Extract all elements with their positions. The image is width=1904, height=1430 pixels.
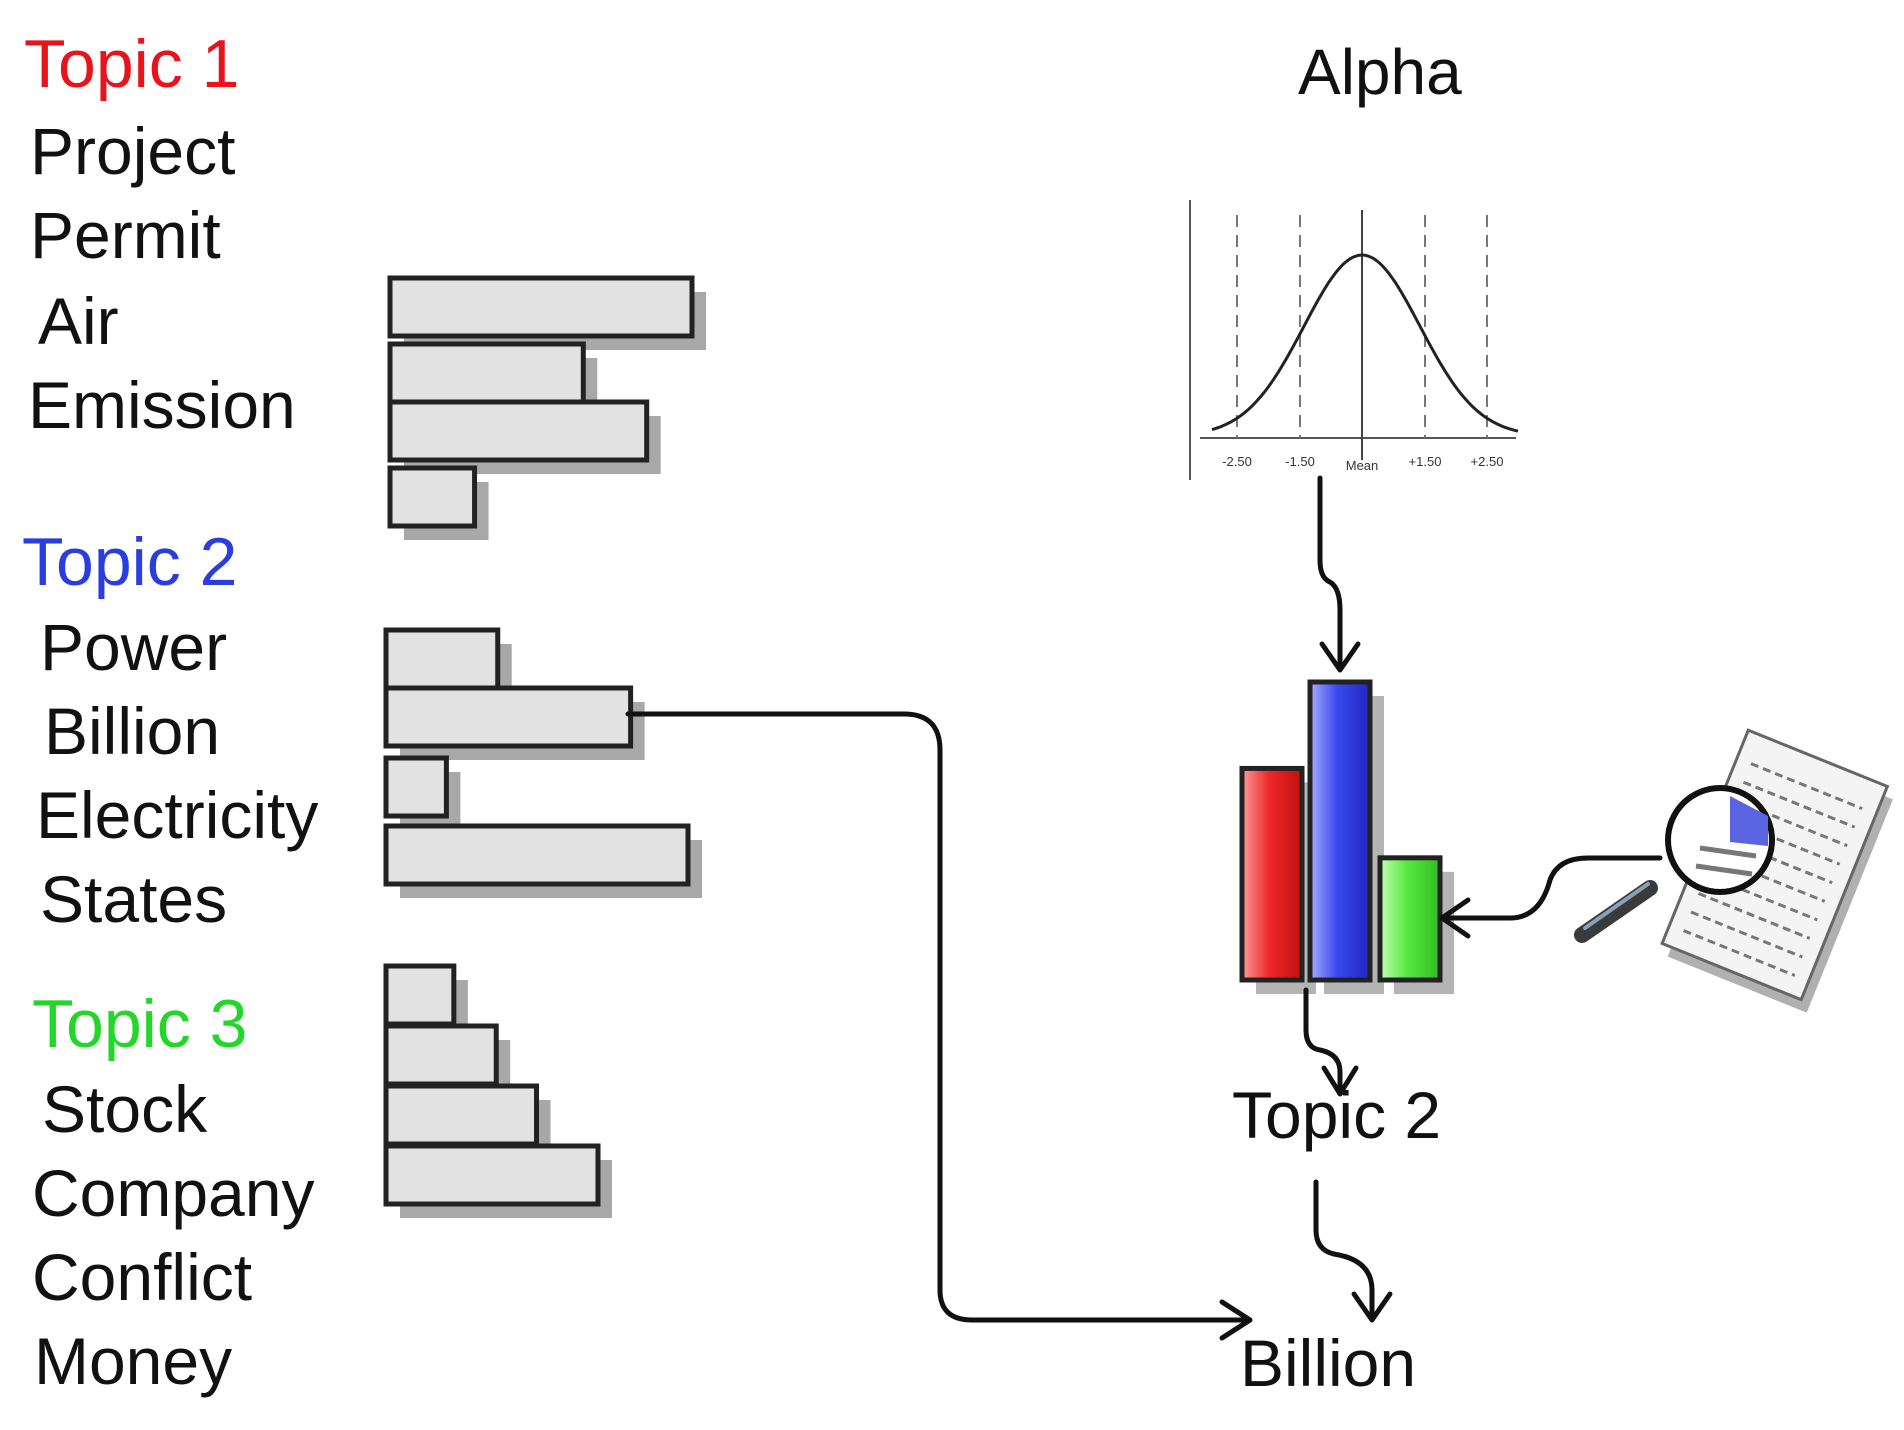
arrowhead-billion-bar-to-word xyxy=(1219,1299,1253,1341)
tick-label-mean: Mean xyxy=(1346,458,1379,473)
magnifier-icon xyxy=(1574,785,1775,943)
topic-3-bar-2 xyxy=(383,1023,499,1087)
mixture-bar-1 xyxy=(1239,765,1305,983)
topic-1-word-1: Project xyxy=(30,114,236,188)
arrowhead-topic-to-word xyxy=(1351,1291,1393,1323)
topic-2-bar-4 xyxy=(383,823,691,887)
topic-mixture-chart xyxy=(1239,679,1454,994)
topic-2-title: Topic 2 xyxy=(22,524,238,600)
topic-3-bar-3 xyxy=(383,1083,540,1147)
topic-3-bar-4 xyxy=(383,1143,601,1207)
mixture-bar-2 xyxy=(1307,679,1373,983)
arrow-topic-to-word xyxy=(1313,1179,1375,1321)
topic-1-word-4: Emission xyxy=(28,368,296,442)
topic-2-word-3: Electricity xyxy=(36,778,319,852)
mixture-bar-3 xyxy=(1377,855,1443,983)
arrowhead-document-to-mixture xyxy=(1439,897,1471,939)
topic-1-word-2: Permit xyxy=(30,198,221,272)
topic-2-bar-1 xyxy=(383,627,501,691)
topic-3-word-3: Conflict xyxy=(32,1240,253,1314)
alpha-label: Alpha xyxy=(1298,36,1462,108)
arrowhead-alpha-to-mixture xyxy=(1319,641,1361,673)
topic-2-bar-2 xyxy=(383,685,634,749)
arrows xyxy=(625,475,1663,1341)
tick-label-4: +2.50 xyxy=(1471,454,1504,469)
arrow-document-to-mixture xyxy=(1441,855,1663,921)
topic-2-word-2: Billion xyxy=(44,694,221,768)
bell-curve xyxy=(1211,253,1519,433)
topic-3-word-4: Money xyxy=(34,1324,233,1398)
topic-2-word-4: States xyxy=(40,862,228,936)
sampled-word-label: Billion xyxy=(1240,1326,1417,1400)
topic-1-title: Topic 1 xyxy=(24,26,240,102)
topic-1-bar-3 xyxy=(387,399,650,463)
arrowhead-mixture-to-topic xyxy=(1321,1065,1359,1097)
topic-2-word-1: Power xyxy=(40,610,228,684)
topic-3-title: Topic 3 xyxy=(32,986,248,1062)
document-magnifier-icon xyxy=(1574,728,1893,1013)
topic-1-bar-1 xyxy=(387,275,695,339)
arrow-alpha-to-mixture xyxy=(1317,475,1343,669)
topic-1-bar-2 xyxy=(387,341,586,405)
tick-label-3: +1.50 xyxy=(1409,454,1442,469)
topic-3-bar-1 xyxy=(383,963,457,1027)
topic-3-word-1: Stock xyxy=(42,1072,208,1146)
document-icon xyxy=(1660,728,1893,1013)
normal-distribution-plot: -2.50 -1.50 Mean +1.50 +2.50 xyxy=(1189,200,1519,480)
topic-1-word-3: Air xyxy=(38,284,119,358)
tick-label-1: -2.50 xyxy=(1222,454,1252,469)
topic-3-word-2: Company xyxy=(32,1156,315,1230)
topic-2-bar-3 xyxy=(383,755,449,819)
arrow-mixture-to-topic xyxy=(1303,987,1343,1093)
tick-label-2: -1.50 xyxy=(1285,454,1315,469)
arrow-billion-bar-to-word xyxy=(625,711,1251,1323)
topic-bars xyxy=(383,275,706,1218)
topic-1-bar-4 xyxy=(387,465,478,529)
